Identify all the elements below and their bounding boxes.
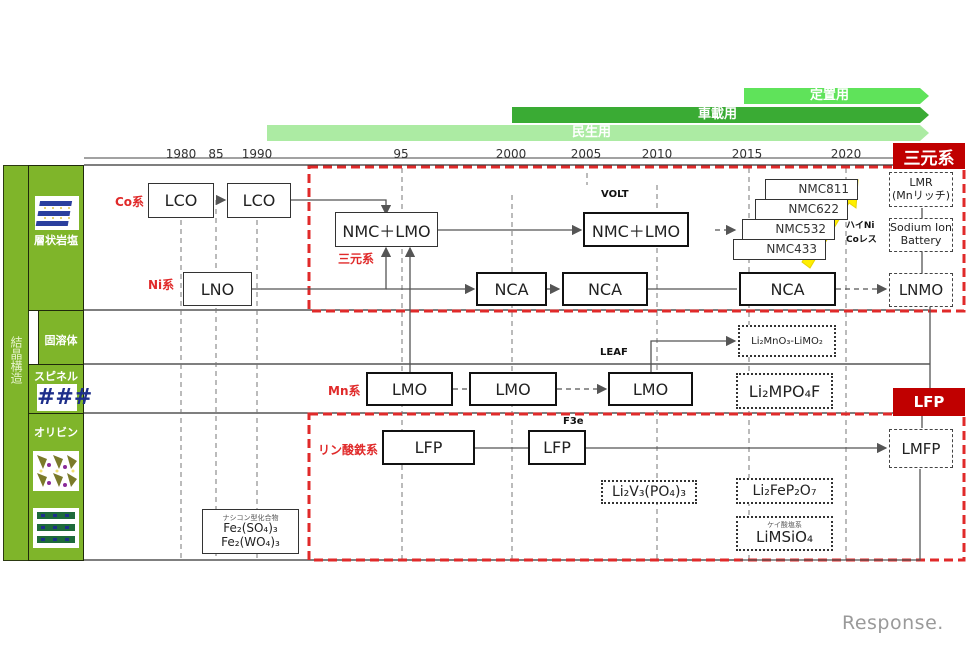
- material-box-nmc811: NMC811: [765, 179, 858, 200]
- ternary-group-frame: [307, 165, 966, 313]
- series-label-mn: Mn系: [328, 384, 361, 398]
- category-label-solid-solution: 固溶体: [44, 334, 78, 347]
- category-spinel: スピネル ###: [28, 364, 93, 414]
- layered-structure-icon: [35, 196, 79, 230]
- usage-bar-automotive: 車載用: [512, 107, 929, 123]
- usage-label-automotive: 車載用: [698, 107, 738, 122]
- usage-bar-consumer: 民生用: [267, 125, 929, 141]
- series-label-co: Co系: [115, 195, 145, 209]
- lmr-sublabel: (Mnリッチ): [891, 188, 951, 202]
- usage-label-stationary: 定置用: [810, 88, 850, 103]
- material-box-li2mno3-limo2: Li₂MnO₃-LiMO₂: [738, 325, 836, 357]
- material-box-lmo: LMO: [366, 372, 453, 406]
- crystal-structure-label: 結晶構造: [9, 336, 23, 384]
- lfp-group-tag: LFP: [893, 388, 965, 416]
- olivine-structure-icon: [33, 451, 79, 491]
- material-box-nmc-lmo-volt: NMC＋LMO: [583, 212, 689, 247]
- limsio4-note: ケイ酸塩系: [767, 520, 802, 529]
- category-label-olivine: オリビン: [34, 426, 78, 439]
- material-box-li2mpo4f: Li₂MPO₄F: [736, 373, 833, 409]
- material-box-lnmo: LNMO: [889, 273, 953, 307]
- material-box-lco: LCO: [148, 183, 214, 218]
- note-volt: VOLT: [601, 189, 629, 200]
- material-box-nca: NCA: [739, 272, 836, 306]
- note-co-less: Coレス: [846, 235, 877, 245]
- material-box-sodium-ion: Sodium Ion Battery: [889, 218, 953, 252]
- crystal-structure-panel: 結晶構造: [3, 165, 29, 561]
- material-box-limsio4: ケイ酸塩系 LiMSiO₄: [736, 516, 833, 551]
- usage-label-consumer: 民生用: [572, 125, 612, 140]
- category-label-layered: 層状岩塩: [34, 234, 78, 247]
- material-box-li2fep2o7: Li₂FeP₂O₇: [736, 478, 833, 504]
- category-label-spinel: スピネル: [34, 370, 78, 383]
- series-label-ternary: 三元系: [338, 252, 375, 266]
- material-box-nmc-lmo: NMC＋LMO: [335, 212, 438, 247]
- category-layered: 層状岩塩: [28, 165, 84, 311]
- note-high-ni: ハイNi: [846, 221, 875, 231]
- response-watermark: Response.: [842, 612, 944, 634]
- material-box-lmo: LMO: [608, 372, 693, 406]
- nasicon-fe2so4: Fe₂(SO₄)₃: [223, 520, 278, 535]
- series-label-phosphate: リン酸鉄系: [318, 443, 379, 457]
- lfp-group-frame: [307, 412, 966, 562]
- material-box-lmfp: LMFP: [889, 429, 953, 468]
- limsio4-label: LiMSiO₄: [756, 527, 813, 546]
- sodium-label-2: Battery: [900, 234, 942, 247]
- material-box-lno: LNO: [183, 272, 252, 306]
- usage-bar-stationary: 定置用: [744, 88, 929, 104]
- spinel-structure-icon: ###: [37, 384, 93, 411]
- material-box-nmc622: NMC622: [755, 199, 848, 220]
- nasicon-fe2wo4: Fe₂(WO₄)₃: [221, 534, 280, 549]
- nasicon-note: ナシコン型化合物: [222, 513, 279, 522]
- material-box-nmc433: NMC433: [733, 239, 826, 260]
- material-box-li2v3po4: Li₂V₃(PO₄)₃: [601, 480, 697, 504]
- material-box-lco: LCO: [227, 183, 291, 218]
- material-box-lmo: LMO: [469, 372, 557, 406]
- material-box-nca: NCA: [476, 272, 547, 306]
- material-box-lmr: LMR (Mnリッチ): [889, 172, 953, 207]
- category-solid-solution: 固溶体: [38, 310, 84, 365]
- note-leaf: LEAF: [600, 347, 628, 358]
- note-f3e: F3e: [563, 416, 584, 427]
- ternary-group-tag: 三元系: [893, 143, 965, 169]
- material-box-nca: NCA: [562, 272, 648, 306]
- material-box-nasicon: ナシコン型化合物 Fe₂(SO₄)₃ Fe₂(WO₄)₃: [202, 509, 299, 554]
- nasicon-structure-icon: [33, 508, 79, 548]
- sodium-label-1: Sodium Ion: [890, 221, 952, 235]
- category-olivine: オリビン: [28, 413, 84, 561]
- series-label-ni: Ni系: [148, 278, 175, 292]
- material-box-lfp-f3e: LFP: [528, 430, 586, 465]
- material-box-nmc532: NMC532: [742, 219, 835, 240]
- material-box-lfp: LFP: [382, 430, 475, 465]
- lmr-label: LMR: [909, 175, 933, 189]
